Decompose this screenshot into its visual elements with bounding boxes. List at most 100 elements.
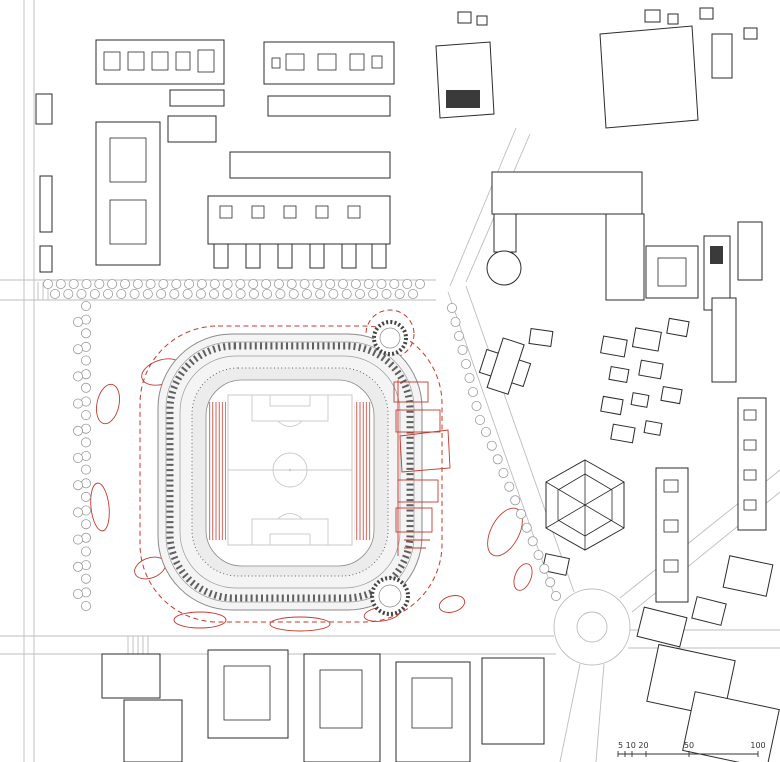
tree-icon [527,536,538,547]
tree-icon [354,288,365,299]
pavilion-south [370,576,410,616]
tree-icon [248,288,259,299]
scale-label-small: 5 10 20 [618,741,649,750]
tree-icon [73,316,84,327]
tree-icon [158,278,169,289]
scale-bar-line [617,751,759,757]
tree-icon [81,491,92,502]
tree-icon [169,288,180,299]
tree-icon [73,561,84,572]
tree-icon [73,452,84,463]
tree-icon [315,288,326,299]
tree-icon [299,278,310,289]
tree-icon [156,288,167,299]
tree-icon [504,481,515,492]
tree-icon [55,278,66,289]
tree-icon [103,288,114,299]
tree-icon [516,508,527,519]
tree-icon [407,288,418,299]
trees [43,278,562,612]
tree-icon [73,507,84,518]
tree-icon [50,288,61,299]
tree-icon [73,371,84,382]
tree-icon [129,288,140,299]
tree-icon [545,577,556,588]
tree-icon [467,386,478,397]
tree-icon [73,480,84,491]
tree-icon [261,278,272,289]
tree-icon [328,288,339,299]
tree-icon [521,522,532,533]
tree-icon [551,591,562,602]
tree-icon [81,546,92,557]
buildings-northcenter [207,41,395,269]
tree-icon [498,467,509,478]
tree-icon [81,278,92,289]
tree-icon [89,288,100,299]
tree-icon [275,288,286,299]
tree-icon [81,519,92,530]
tree-icon [312,278,323,289]
tree-icon [480,426,491,437]
tree-icon [73,534,84,545]
buildings-northwest [35,39,225,273]
tree-icon [446,302,457,313]
tree-icon [288,288,299,299]
tree-icon [195,288,206,299]
tree-icon [350,278,361,289]
crosswalk-south [127,636,149,654]
tree-icon [414,278,425,289]
scale-label-mid: 50 [684,741,694,750]
tree-icon [76,288,87,299]
tree-icon [81,587,92,598]
stand-seating-east [354,402,371,540]
east-wing-red-details [393,380,451,556]
tree-icon [389,278,400,289]
tree-icon [184,278,195,289]
buildings-south [101,649,545,762]
tree-icon [235,288,246,299]
tree-icon [145,278,156,289]
tree-icon [209,288,220,299]
tree-icon [73,425,84,436]
tree-icon [43,278,54,289]
penalty-arc-south [277,513,303,520]
tree-icon [107,278,118,289]
center-spot [288,468,292,472]
tree-icon [222,288,233,299]
tree-icon [394,288,405,299]
stadium-site-boundary [139,325,443,623]
tree-icon [182,288,193,299]
tree-icon [402,278,413,289]
tree-icon [222,278,233,289]
tree-icon [81,560,92,571]
tree-icon [474,414,485,425]
tree-icon [341,288,352,299]
tree-icon [486,440,497,451]
tree-icon [94,278,105,289]
tree-icon [368,288,379,299]
tree-icon [81,410,92,421]
football-pitch [227,394,353,546]
tree-icon [171,278,182,289]
stand-seating-west [209,402,226,540]
pavilion-north [372,320,408,356]
tree-icon [73,344,84,355]
tree-icon [68,278,79,289]
tree-icon [539,563,550,574]
tree-icon [337,278,348,289]
penalty-arc-north [277,420,303,427]
tree-icon [81,355,92,366]
tree-icon [120,278,131,289]
buildings-northeast [435,7,763,311]
scale-label-large: 100 [750,741,765,750]
tree-icon [235,278,246,289]
tree-icon [196,278,207,289]
tree-icon [81,382,92,393]
tree-icon [510,495,521,506]
tree-icon [81,573,92,584]
tree-icon [273,278,284,289]
tree-icon [132,278,143,289]
roundabout [553,588,631,666]
goal-area-south [269,533,311,546]
